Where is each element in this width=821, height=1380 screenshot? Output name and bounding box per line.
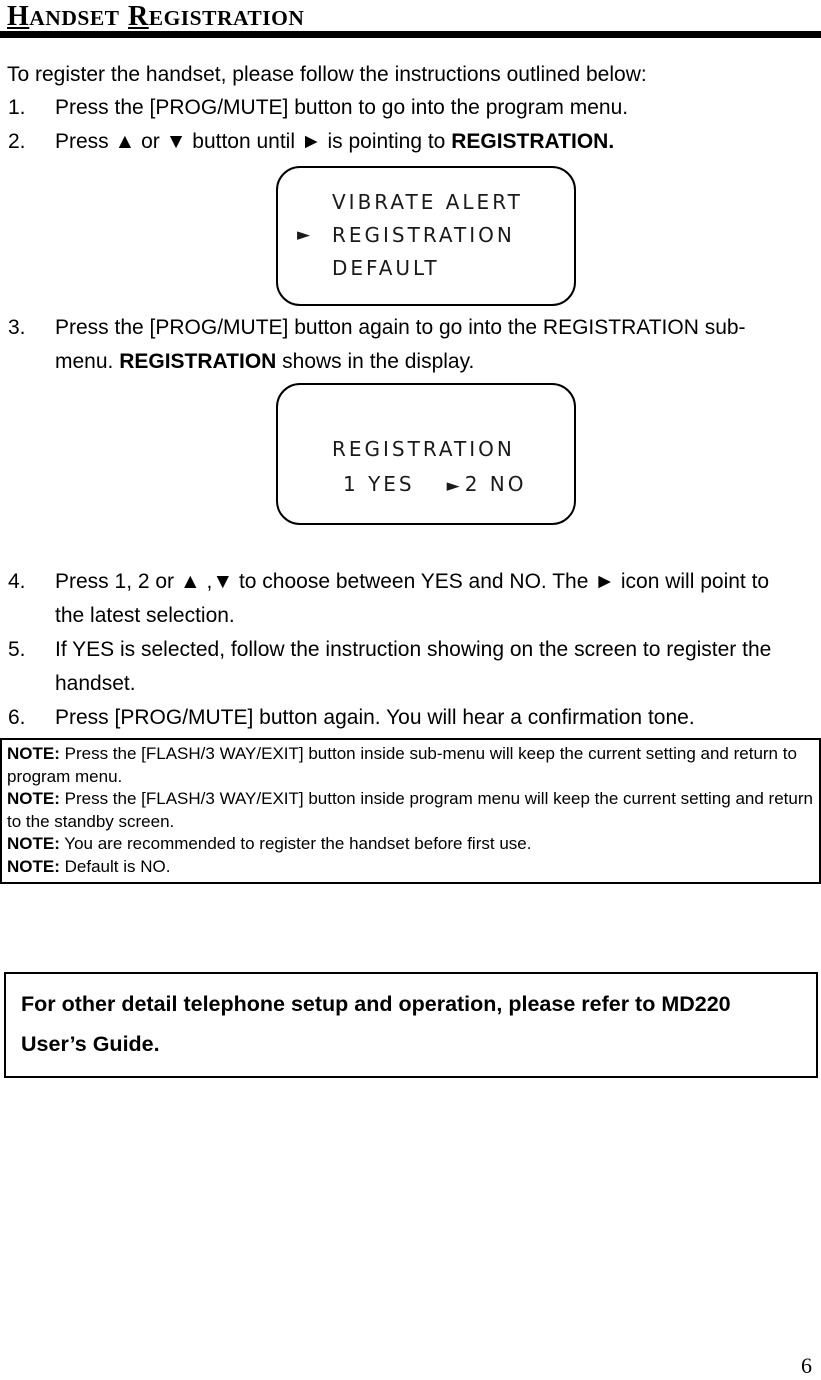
- lcd-option-yes: 1 YES: [343, 472, 415, 496]
- lcd-line: VIBRATE ALERT: [278, 186, 574, 219]
- list-item-2: 2. Press ▲ or ▼ button until ► is pointi…: [8, 125, 821, 159]
- title-word2-rest: EGISTRATION: [148, 6, 305, 30]
- step-text-segment: Press [PROG/MUTE] button again. You will…: [55, 706, 695, 729]
- note-line: NOTE: Press the [FLASH/3 WAY/EXIT] butto…: [7, 743, 814, 788]
- lcd-submenu-title: REGISTRATION: [332, 437, 515, 461]
- note-label: NOTE:: [7, 744, 60, 763]
- note-text: Default is NO.: [59, 856, 171, 876]
- list-item-3: 3. Press the [PROG/MUTE] button again to…: [8, 311, 821, 379]
- note-text: You are recommended to register the hand…: [59, 834, 532, 853]
- lcd-line: ► REGISTRATION: [278, 219, 574, 252]
- note-label: NOTE:: [7, 834, 60, 853]
- instruction-list: 1. Press the [PROG/MUTE] button to go in…: [8, 91, 821, 735]
- note-line: NOTE: You are recommended to register th…: [7, 833, 814, 856]
- lcd-menu-item: DEFAULT: [332, 256, 440, 280]
- list-number: 1.: [8, 96, 26, 119]
- list-number: 4.: [8, 570, 26, 593]
- lcd-menu-display: VIBRATE ALERT ► REGISTRATION DEFAULT: [276, 166, 576, 306]
- lcd-option-no: 2 NO: [464, 472, 527, 496]
- step-text-bold: REGISTRATION: [119, 350, 277, 373]
- list-number: 3.: [8, 316, 26, 339]
- lcd-menu-item-selected: REGISTRATION: [332, 223, 515, 247]
- step-text-segment: shows in the display.: [276, 350, 475, 373]
- step-text-segment: Press the [PROG/MUTE] button again to go…: [55, 316, 746, 373]
- lcd-options-line: 1 YES ► 2 NO: [278, 466, 574, 504]
- list-item-text: Press the [PROG/MUTE] button to go into …: [55, 91, 628, 125]
- title-rule: [0, 31, 821, 38]
- list-item-text: Press 1, 2 or ▲ ,▼ to choose between YES…: [55, 565, 777, 633]
- list-item-5: 5. If YES is selected, follow the instru…: [8, 633, 821, 701]
- lcd-line: DEFAULT: [278, 252, 574, 285]
- page-header: HANDSET REGISTRATION: [0, 0, 821, 38]
- list-item-text: Press ▲ or ▼ button until ► is pointing …: [55, 125, 614, 159]
- list-item-text: Press the [PROG/MUTE] button again to go…: [55, 311, 777, 379]
- note-text: Press the [FLASH/3 WAY/EXIT] button insi…: [7, 789, 813, 831]
- list-item-text: If YES is selected, follow the instructi…: [55, 633, 777, 701]
- step-text-segment: Press ▲ or ▼ button until ► is pointing …: [55, 130, 452, 153]
- note-line: NOTE: Press the [FLASH/3 WAY/EXIT] butto…: [7, 788, 814, 833]
- intro-text: To register the handset, please follow t…: [7, 63, 647, 86]
- list-item-4: 4. Press 1, 2 or ▲ ,▼ to choose between …: [8, 565, 821, 633]
- lcd-registration-display: REGISTRATION 1 YES ► 2 NO: [276, 383, 576, 525]
- reference-text: For other detail telephone setup and ope…: [21, 992, 731, 1056]
- selection-pointer-icon: ►: [446, 476, 460, 496]
- list-number: 2.: [8, 130, 26, 153]
- pointer-slot: [297, 186, 332, 219]
- step-text-segment: If YES is selected, follow the instructi…: [55, 638, 772, 695]
- title-initial: R: [128, 1, 149, 32]
- list-number: 6.: [8, 706, 26, 729]
- note-label: NOTE:: [7, 856, 60, 876]
- step-text-segment: Press the [PROG/MUTE] button to go into …: [55, 96, 629, 119]
- list-number: 5.: [8, 638, 26, 661]
- notes-box: NOTE: Press the [FLASH/3 WAY/EXIT] butto…: [0, 738, 821, 884]
- list-item-1: 1. Press the [PROG/MUTE] button to go in…: [8, 91, 821, 125]
- note-label: NOTE:: [7, 789, 60, 808]
- title-initial: H: [7, 1, 30, 32]
- list-item-text: Press [PROG/MUTE] button again. You will…: [55, 701, 695, 735]
- step-text-bold: REGISTRATION.: [451, 130, 615, 153]
- note-line: NOTE: Default is NO.: [7, 856, 814, 879]
- reference-box: For other detail telephone setup and ope…: [4, 972, 818, 1078]
- lcd-menu-item: VIBRATE ALERT: [332, 190, 523, 214]
- list-item-6: 6. Press [PROG/MUTE] button again. You w…: [8, 701, 821, 735]
- page-title: HANDSET REGISTRATION: [0, 0, 821, 32]
- selection-pointer-icon: ►: [297, 225, 311, 245]
- title-word1-rest: ANDSET: [29, 6, 120, 30]
- pointer-slot: [297, 252, 332, 285]
- step-text-segment: Press 1, 2 or ▲ ,▼ to choose between YES…: [55, 570, 770, 627]
- note-text: Press the [FLASH/3 WAY/EXIT] button insi…: [7, 744, 797, 786]
- page-number: 6: [801, 1353, 812, 1378]
